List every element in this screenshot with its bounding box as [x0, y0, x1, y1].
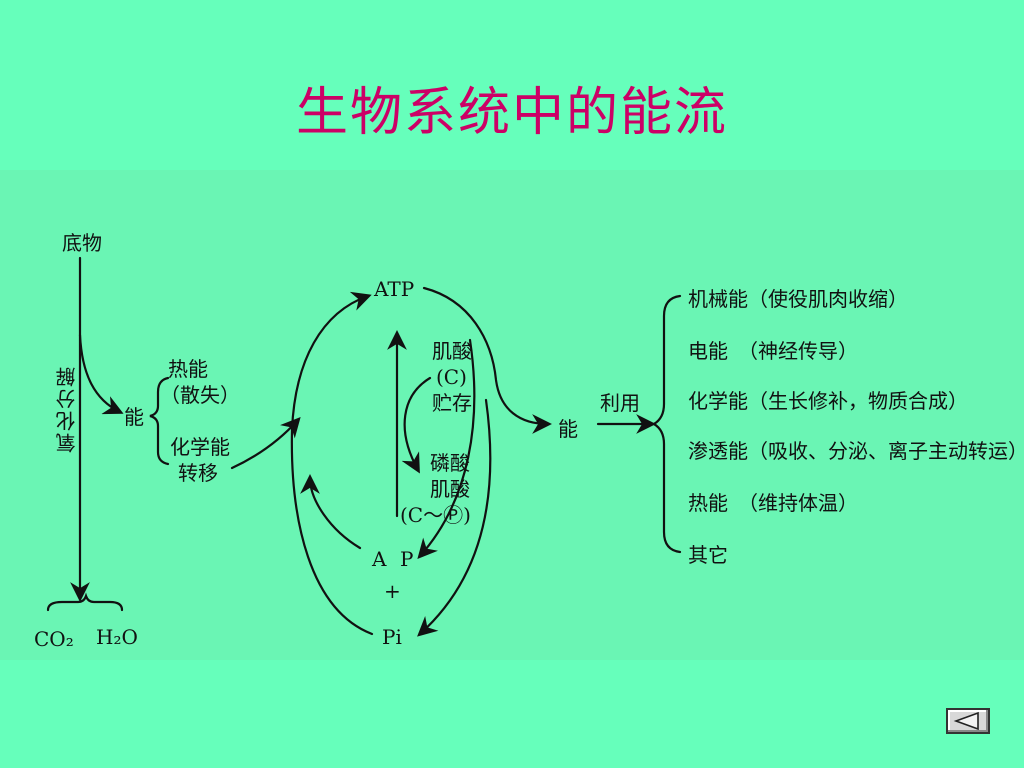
- creatine-storage-arrow: [401, 376, 432, 474]
- atp-to-pi-arc: [417, 398, 492, 637]
- phosphocreatine-symbol-label: (C～Ⓟ): [400, 503, 471, 527]
- heat-energy-label: 热能: [168, 357, 208, 381]
- atp-hydrolysis-arc: [422, 286, 552, 434]
- use-osmotic: 渗透能（吸收、分泌、离子主动转运）: [688, 439, 1024, 463]
- chemical-energy-label: 化学能: [170, 435, 230, 459]
- use-chemical: 化学能（生长修补，物质合成）: [688, 389, 968, 413]
- products-brace: [46, 592, 124, 612]
- creatine-symbol-label: (C): [436, 365, 467, 389]
- transfer-label: 转移: [178, 461, 218, 485]
- use-other: 其它: [688, 543, 728, 567]
- slide-title: 生物系统中的能流: [295, 83, 728, 143]
- substrate-label: 底物: [62, 231, 102, 255]
- energy-label-left: 能: [124, 405, 144, 429]
- phosphocreatine-label-1: 磷酸: [430, 451, 470, 475]
- creatine-label: 肌酸: [432, 339, 472, 363]
- atp-label: ATP: [374, 277, 415, 301]
- diagram-panel: [0, 170, 1024, 660]
- use-electrical: 电能 （神经传导）: [688, 339, 858, 363]
- previous-slide-button[interactable]: [946, 708, 990, 734]
- utilize-label: 利用: [600, 391, 640, 415]
- pi-label: Pi: [382, 625, 402, 649]
- adp-p-label: P: [400, 547, 414, 571]
- energy-label-right: 能: [558, 417, 578, 441]
- h2o-label: H₂O: [96, 625, 138, 649]
- energy-brace: [149, 376, 170, 466]
- storage-label: 贮存: [432, 391, 472, 415]
- adp-up-arc: [300, 474, 362, 550]
- phosphocreatine-label-2: 肌酸: [430, 477, 470, 501]
- use-heat: 热能 （维持体温）: [688, 491, 858, 515]
- uses-brace: [651, 294, 682, 554]
- branch-to-energy-arrow: [78, 333, 124, 415]
- dissipated-label: （散失）: [160, 383, 240, 407]
- adp-a-label: A: [372, 547, 387, 571]
- atp-to-adp-arc: [417, 338, 476, 559]
- co2-label: CO₂: [34, 627, 74, 651]
- atp-synthesis-arc: [290, 291, 374, 636]
- chemical-transfer-arrow: [230, 417, 301, 470]
- use-mechanical: 机械能（使役肌肉收缩）: [688, 287, 908, 311]
- back-triangle-icon: [953, 711, 979, 731]
- plus-label: +: [384, 579, 401, 603]
- oxidation-label: 氧化分解: [55, 365, 79, 453]
